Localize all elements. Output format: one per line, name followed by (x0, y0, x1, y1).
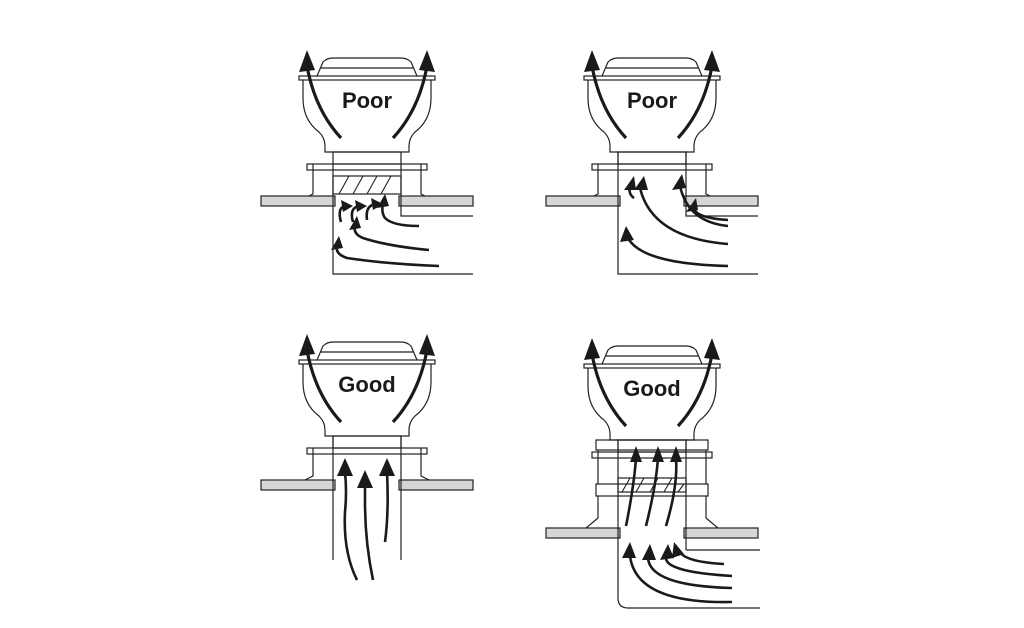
panel-top-left: Poor (260, 48, 474, 275)
roof-deck (545, 195, 621, 207)
exhaust-arrow-left (582, 336, 628, 428)
rating-label: Poor (627, 88, 678, 113)
exhaust-arrow-right (676, 336, 722, 428)
damper (332, 175, 402, 195)
exhaust-arrow-left (297, 48, 343, 140)
rating-label: Good (338, 372, 395, 397)
exhaust-arrow-right (391, 332, 437, 424)
rating-label: Good (623, 376, 680, 401)
exhaust-arrow-left (582, 48, 628, 140)
panel-bottom-left: Good (260, 332, 474, 581)
rating-label: Poor (342, 88, 393, 113)
panel-bottom-right: Good (545, 336, 760, 609)
roof-deck (260, 195, 336, 207)
exhaust-arrow-right (391, 48, 437, 140)
exhaust-arrow-left (297, 332, 343, 424)
damper (617, 477, 687, 493)
roof-deck (545, 527, 621, 539)
roof-deck (260, 479, 336, 491)
panel-top-right: Poor (545, 48, 759, 275)
exhaust-arrow-right (676, 48, 722, 140)
